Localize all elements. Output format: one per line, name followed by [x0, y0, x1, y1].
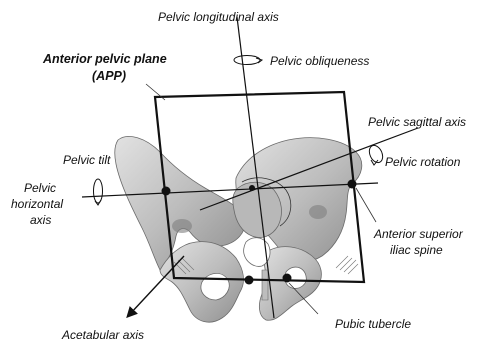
horizontal-axis-label-line3: axis — [30, 213, 51, 227]
tilt-rotation-arrow — [94, 179, 103, 205]
app-label-line2: (APP) — [92, 69, 126, 83]
tilt-label: Pelvic tilt — [63, 153, 111, 167]
right-pubic-tubercle-point — [283, 274, 292, 283]
left-pubic-tubercle-point — [245, 276, 254, 285]
left-acetabulum — [172, 219, 192, 233]
center-point — [249, 185, 255, 191]
rotation-label: Pelvic rotation — [385, 155, 461, 169]
right-acetabulum — [309, 205, 327, 219]
obliqueness-rotation-arrow — [234, 56, 262, 65]
asis-label-line2: iliac spine — [390, 243, 443, 257]
obliqueness-label: Pelvic obliqueness — [270, 54, 369, 68]
app-label-line1: Anterior pelvic plane — [42, 52, 167, 66]
longitudinal-axis-label: Pelvic longitudinal axis — [158, 10, 279, 24]
sagittal-axis-label: Pelvic sagittal axis — [368, 115, 466, 129]
acetabular-axis-label: Acetabular axis — [61, 328, 144, 342]
pelvis-illustration — [115, 136, 362, 322]
horizontal-axis-label-line1: Pelvic — [24, 181, 56, 195]
horizontal-axis-label-line2: horizontal — [11, 197, 63, 211]
right-asis-point — [348, 180, 357, 189]
pubic-tubercle-label: Pubic tubercle — [335, 317, 411, 331]
left-asis-point — [162, 187, 171, 196]
hatch-right — [336, 256, 358, 274]
asis-leader — [356, 188, 376, 222]
pubic-symphysis — [262, 270, 268, 300]
asis-label-line1: Anterior superior — [373, 227, 464, 241]
